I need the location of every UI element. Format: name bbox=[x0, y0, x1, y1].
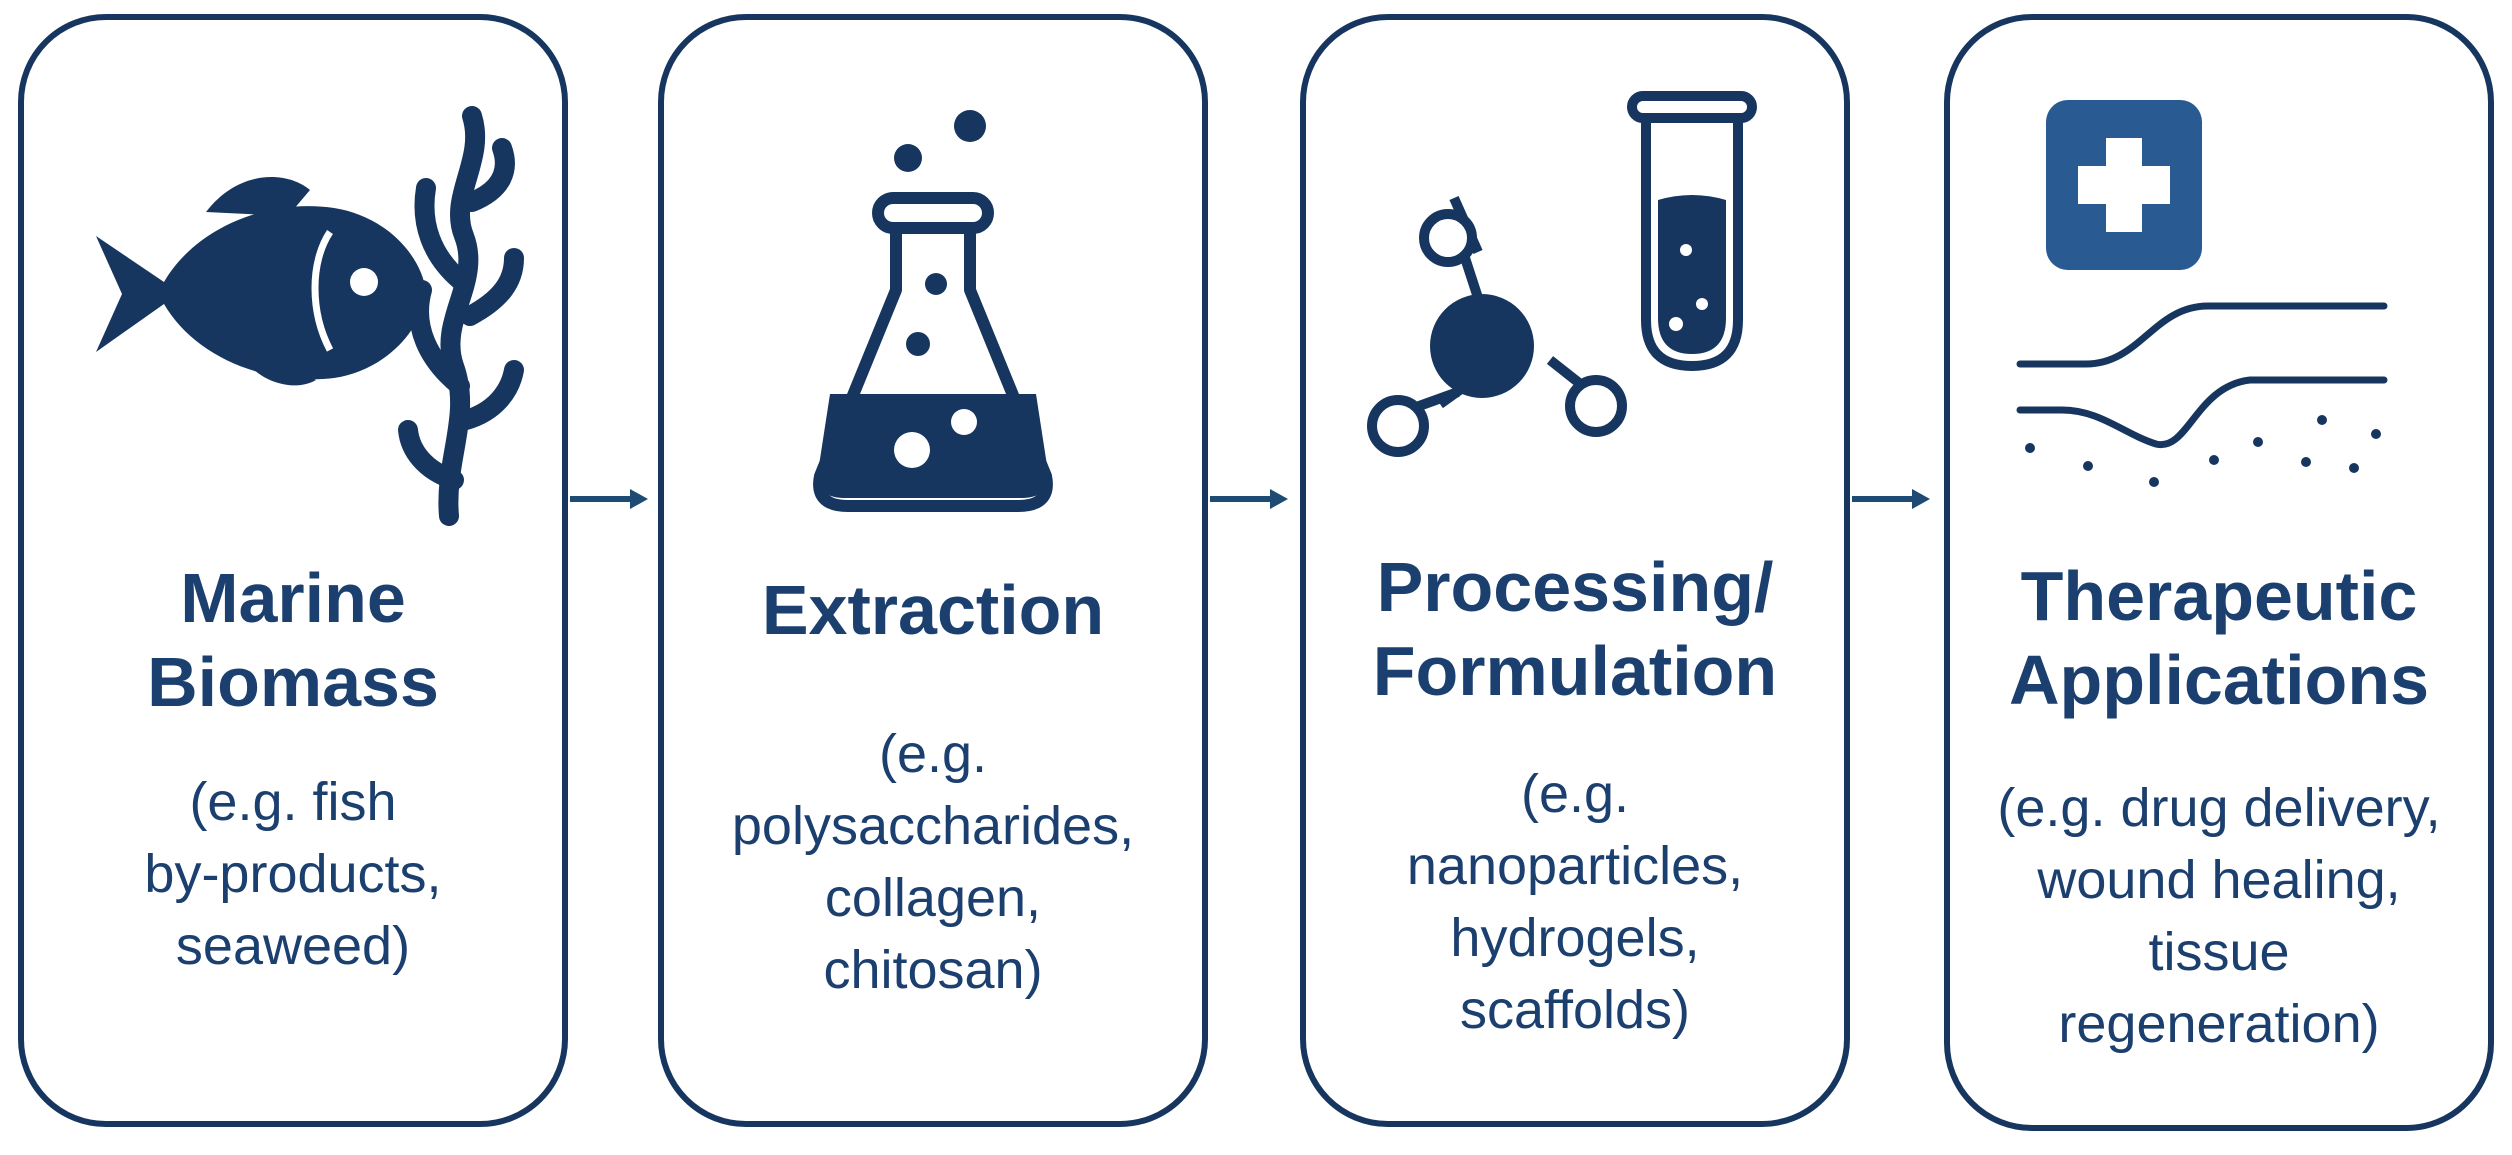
molecule-icon bbox=[1367, 195, 1627, 457]
stage-3-illustration bbox=[1367, 91, 1757, 457]
flask-icon bbox=[813, 192, 1053, 512]
bubbles-icon bbox=[894, 110, 986, 172]
stage-processing-formulation: Processing/ Formulation (e.g. nanopartic… bbox=[1300, 14, 1850, 1127]
stage-2-illustration bbox=[813, 110, 1053, 512]
stage-1-title: Marine Biomass bbox=[147, 559, 439, 721]
seaweed-icon bbox=[398, 106, 524, 526]
medical-cross-icon bbox=[2046, 100, 2202, 270]
flow-arrow-3 bbox=[1852, 489, 1930, 509]
stage-2-title: Extraction bbox=[761, 571, 1105, 649]
stage-3-description: (e.g. nanoparticles, hydrogels, scaffold… bbox=[1406, 764, 1744, 1040]
stage-4-illustration bbox=[2016, 100, 2388, 487]
stage-marine-biomass: Marine Biomass (e.g. fish by-products, s… bbox=[18, 14, 568, 1127]
stage-1-description: (e.g. fish by-products, seaweed) bbox=[144, 772, 442, 976]
test-tube-icon bbox=[1627, 91, 1757, 372]
stage-4-description: (e.g. drug delivery, wound healing, tiss… bbox=[1997, 778, 2441, 1054]
stage-4-title: Therapeutic Applications bbox=[2008, 557, 2430, 719]
stage-therapeutic-applications: Therapeutic Applications (e.g. drug deli… bbox=[1944, 14, 2494, 1131]
stage-1-illustration bbox=[96, 106, 524, 526]
skin-particles-icon bbox=[2025, 415, 2381, 487]
flow-arrow-1 bbox=[570, 489, 648, 509]
skin-layers-icon bbox=[2016, 302, 2388, 449]
stage-3-title: Processing/ Formulation bbox=[1372, 548, 1778, 710]
fish-icon bbox=[96, 177, 426, 386]
stage-extraction: Extraction (e.g. polysaccharides, collag… bbox=[658, 14, 1208, 1127]
stage-2-description: (e.g. polysaccharides, collagen, chitosa… bbox=[731, 724, 1135, 1000]
flow-arrow-2 bbox=[1210, 489, 1288, 509]
